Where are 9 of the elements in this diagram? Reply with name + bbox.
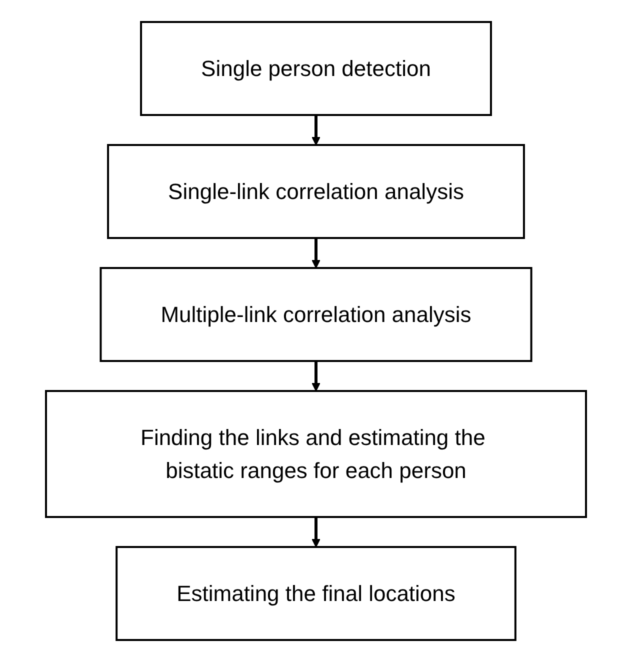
node-box: Single-link correlation analysis <box>106 144 524 238</box>
arrow <box>311 516 320 547</box>
arrow <box>311 238 320 268</box>
node-box: Estimating the final locations <box>115 546 516 640</box>
arrow <box>311 360 320 391</box>
node-box: Multiple-link correlation analysis <box>99 266 532 362</box>
node-box: Finding the links and estimating the bistatic ranges for each person <box>44 390 586 518</box>
arrow <box>311 114 320 145</box>
node-box: Single person detection <box>140 20 492 116</box>
